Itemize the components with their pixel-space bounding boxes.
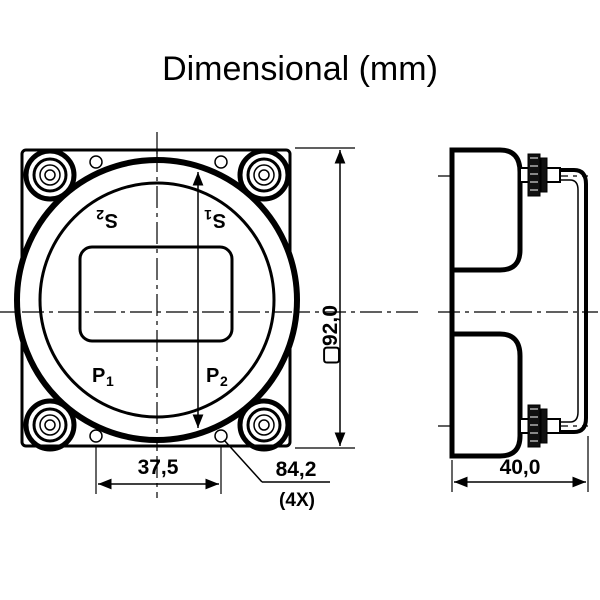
terminal-label-p1: P 1: [92, 365, 114, 389]
terminal-label-s2: S 2: [96, 207, 118, 231]
diameter-dimension-label: ▢ 92,0: [319, 305, 342, 365]
mounting-hole-top-right: [214, 155, 228, 169]
corner-boss-top-right: [237, 148, 291, 202]
display-window: [78, 245, 234, 343]
terminal-label-p2: P 2: [206, 365, 228, 389]
mounting-hole-bottom-left: [89, 429, 103, 443]
upper-terminal-stud: [519, 153, 561, 197]
bolt-circle-value: 84,2: [276, 458, 317, 481]
diagram-title: Dimensional (mm): [162, 50, 438, 88]
mounting-hole-top-left: [89, 155, 103, 169]
front-view: S 2 S 1 P 1 P 2 ▢ 92,0 37,5: [0, 132, 420, 511]
corner-boss-bottom-right: [237, 398, 291, 452]
bolt-circle-leader: [223, 439, 263, 483]
upper-housing: [449, 147, 523, 273]
terminal-p2-number: 2: [220, 373, 228, 389]
terminal-s1-letter: S: [213, 209, 226, 231]
mounting-hole-bottom-right: [214, 429, 228, 443]
lower-terminal-stud: [519, 404, 561, 448]
terminal-p1-letter: P: [92, 365, 105, 387]
corner-boss-bottom-left: [23, 398, 77, 452]
corner-boss-top-left: [23, 148, 77, 202]
terminal-s2-number: 2: [96, 207, 104, 223]
lower-housing: [449, 331, 523, 459]
bolt-count-value: (4X): [279, 490, 315, 511]
hole-spacing-value: 37,5: [138, 456, 179, 479]
diameter-value: 92,0: [319, 305, 342, 346]
terminal-s1-number: 1: [204, 207, 212, 223]
square-symbol: ▢: [319, 345, 342, 365]
depth-value: 40,0: [500, 456, 541, 479]
terminal-label-s1: S 1: [204, 207, 226, 231]
terminal-p2-letter: P: [206, 365, 219, 387]
terminal-p1-number: 1: [106, 373, 114, 389]
side-view: 40,0: [438, 147, 598, 492]
terminal-s2-letter: S: [105, 209, 118, 231]
bus-bar: [560, 168, 588, 434]
